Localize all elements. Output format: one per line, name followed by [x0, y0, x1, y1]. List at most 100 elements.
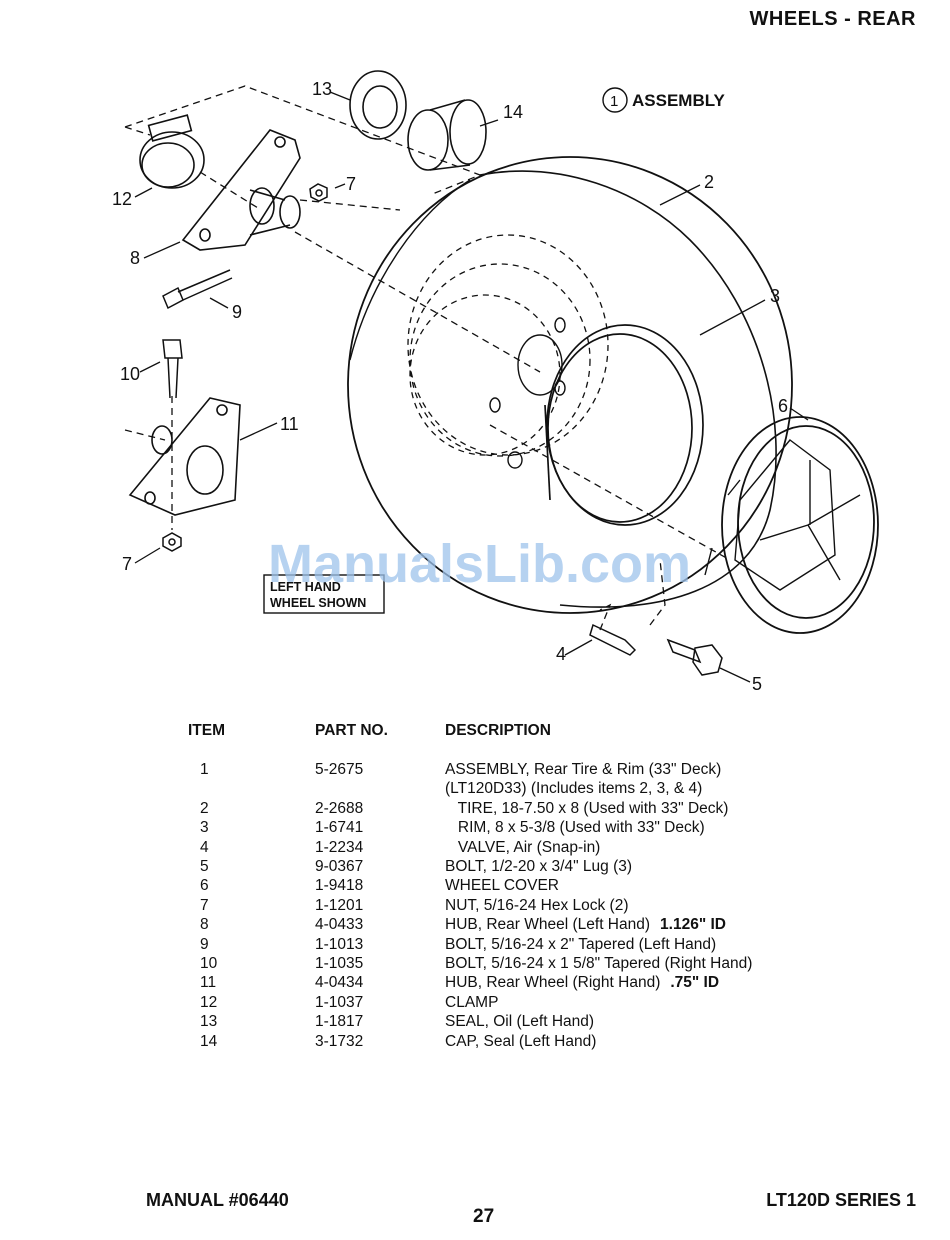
- assembly-number: 1: [610, 93, 618, 110]
- cell-item: 9: [200, 935, 209, 953]
- cell-description: BOLT, 5/16-24 x 2" Tapered (Left Hand): [445, 935, 865, 954]
- page-title: WHEELS - REAR: [749, 8, 916, 30]
- cell-item: 14: [200, 1032, 218, 1050]
- callout-5: 5: [752, 674, 762, 694]
- description-text: ASSEMBLY, Rear Tire & Rim (33" Deck): [445, 761, 722, 778]
- header-item: ITEM: [188, 722, 226, 739]
- tire: [347, 156, 793, 614]
- description-text: HUB, Rear Wheel (Right Hand): [445, 974, 661, 992]
- cell-description: HUB, Rear Wheel (Left Hand) 1.126" ID: [445, 915, 865, 934]
- hub-left: [181, 129, 301, 251]
- cell-part-no: 5-2675: [315, 761, 364, 778]
- cell-description: HUB, Rear Wheel (Right Hand) .75" ID: [445, 973, 865, 992]
- exploded-parts-diagram: 13 14 2 3 6 7 12 8 9 10 11 7 4 5 1 ASSEM…: [112, 70, 879, 694]
- description-text: WHEEL COVER: [445, 877, 559, 895]
- hex-nut-bottom: [162, 532, 182, 552]
- cell-part-no: 3-1732: [315, 1032, 364, 1050]
- lug-bolt: [666, 638, 723, 676]
- table-row: 11 4-0434 HUB, Rear Wheel (Right Hand) .75"…: [172, 973, 865, 992]
- description-text: RIM, 8 x 5-3/8 (Used with 33" Deck): [445, 819, 705, 837]
- rim-holes: [489, 317, 566, 469]
- cell-part-no: 9-0367: [315, 858, 364, 876]
- cell-part-no: 1-1037: [315, 993, 364, 1011]
- note-line-2: WHEEL SHOWN: [270, 596, 366, 610]
- description-text: NUT, 5/16-24 Hex Lock (2): [445, 896, 629, 914]
- hex-nut-top: [309, 183, 328, 202]
- description-text: CLAMP: [445, 993, 499, 1011]
- left-hand-note: LEFT HAND WHEEL SHOWN: [263, 574, 385, 614]
- cell-item: 13: [200, 1013, 218, 1031]
- cell-description: RIM, 8 x 5-3/8 (Used with 33" Deck): [445, 818, 865, 837]
- cell-part-no: 1-2234: [315, 838, 364, 856]
- rim: [544, 324, 704, 526]
- oil-seal: [349, 70, 407, 140]
- cell-part-no: 1-1035: [315, 955, 364, 973]
- cell-item: 2: [200, 799, 209, 817]
- header-description: DESCRIPTION: [445, 722, 551, 739]
- assembly-lines: [124, 171, 731, 631]
- cell-item: 10: [200, 955, 218, 973]
- cell-item: 11: [200, 974, 217, 992]
- cell-part-no: 1-1817: [315, 1013, 364, 1031]
- table-row: 14 3-1732 CAP, Seal (Left Hand): [172, 1032, 865, 1051]
- description-id-size: .75" ID: [670, 974, 720, 992]
- cell-item: 8: [200, 916, 209, 934]
- cell-description: TIRE, 18-7.50 x 8 (Used with 33" Deck): [445, 799, 865, 818]
- cell-description: WHEEL COVER: [445, 876, 865, 895]
- cell-part-no: 1-1013: [315, 935, 364, 953]
- tapered-bolt-right: [162, 339, 183, 399]
- description-text: BOLT, 5/16-24 x 1 5/8" Tapered (Right Ha…: [445, 955, 753, 973]
- watermark: ManualsLib.com: [268, 534, 691, 594]
- cell-part-no: 1-6741: [315, 819, 364, 837]
- table-row: 10 1-1035 BOLT, 5/16-24 x 1 5/8" Tapered (…: [172, 954, 865, 973]
- description-text: HUB, Rear Wheel (Left Hand): [445, 916, 651, 934]
- seal-cap: [407, 99, 487, 171]
- cell-item: 4: [200, 838, 209, 856]
- callout-11: 11: [280, 414, 299, 434]
- description-text: SEAL, Oil (Left Hand): [445, 1013, 595, 1031]
- table-row: 13 1-1817 SEAL, Oil (Left Hand): [172, 1012, 865, 1031]
- callout-8: 8: [130, 248, 140, 268]
- description-text: BOLT, 5/16-24 x 2" Tapered (Left Hand): [445, 935, 717, 953]
- tapered-bolt-left: [162, 269, 233, 310]
- cell-description: CAP, Seal (Left Hand): [445, 1032, 865, 1051]
- description-id-size: 1.126" ID: [660, 916, 726, 934]
- series-label: LT120D SERIES 1: [766, 1190, 916, 1210]
- description-text: (LT120D33) (Includes items 2, 3, & 4): [445, 780, 703, 798]
- table-row: 5 9-0367 BOLT, 1/2-20 x 3/4" Lug (3): [172, 857, 865, 876]
- leader-lines: [134, 91, 809, 683]
- cell-item: [172, 779, 315, 798]
- description-text: BOLT, 1/2-20 x 3/4" Lug (3): [445, 858, 633, 876]
- cell-part-no: 2-2688: [315, 799, 364, 817]
- callout-2: 2: [704, 172, 714, 192]
- callout-13: 13: [312, 79, 332, 99]
- page-number: 27: [473, 1206, 495, 1227]
- cell-description: VALVE, Air (Snap-in): [445, 838, 865, 857]
- air-valve: [589, 623, 637, 656]
- callout-7-top: 7: [346, 174, 356, 194]
- cell-description: SEAL, Oil (Left Hand): [445, 1012, 865, 1031]
- description-text: TIRE, 18-7.50 x 8 (Used with 33" Deck): [445, 799, 729, 817]
- cell-item: 5: [200, 858, 209, 876]
- cell-description: BOLT, 1/2-20 x 3/4" Lug (3): [445, 857, 865, 876]
- callout-3: 3: [770, 286, 780, 306]
- cell-part-no: 4-0434: [315, 974, 364, 992]
- description-text: VALVE, Air (Snap-in): [445, 838, 601, 856]
- table-row: (LT120D33) (Includes items 2, 3, & 4): [172, 779, 865, 798]
- cell-description: ASSEMBLY, Rear Tire & Rim (33" Deck): [445, 760, 865, 779]
- callout-7-bottom: 7: [122, 554, 132, 574]
- table-row: 9 1-1013 BOLT, 5/16-24 x 2" Tapered (Left …: [172, 935, 865, 954]
- assembly-label: ASSEMBLY: [632, 91, 726, 110]
- cell-description: NUT, 5/16-24 Hex Lock (2): [445, 896, 865, 915]
- callout-9: 9: [232, 302, 242, 322]
- manual-number: MANUAL #06440: [146, 1190, 289, 1210]
- table-header-row: ITEM PART NO. DESCRIPTION: [172, 722, 865, 760]
- cell-part-no: 1-9418: [315, 877, 364, 895]
